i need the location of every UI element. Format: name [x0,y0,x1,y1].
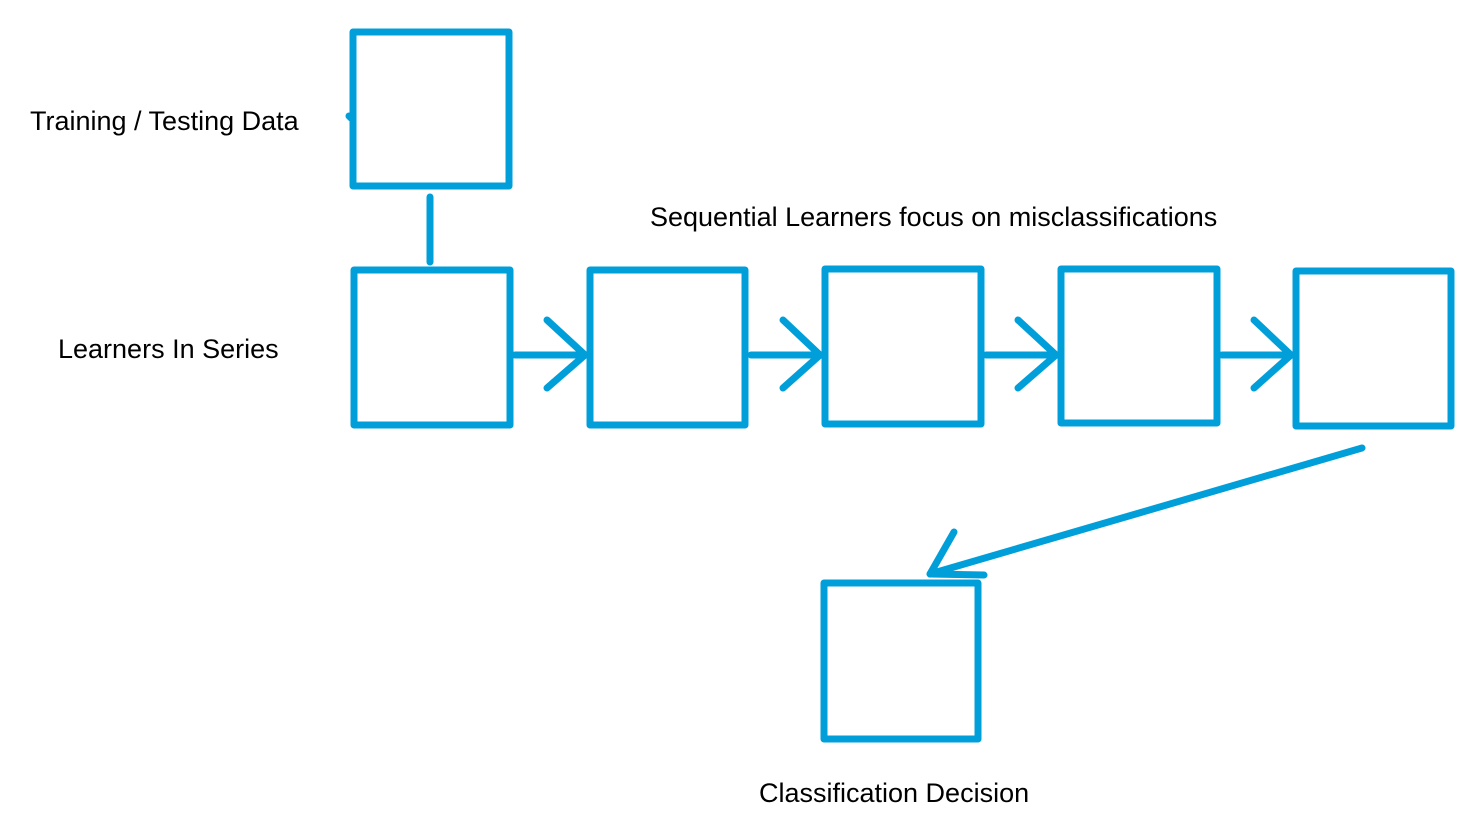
learner-box-3 [821,265,985,428]
learners-in-series-label: Learners In Series [58,334,279,364]
arrow-3-4 [982,316,1060,392]
decision-box [820,579,982,743]
arrow-1-2 [511,316,589,392]
learner-box-4 [1057,265,1221,427]
learner-box-2 [586,266,749,429]
training-testing-data-label: Training / Testing Data [30,106,299,136]
data-tick [345,112,355,122]
classification-decision-label: Classification Decision [759,778,1030,808]
arrow-4-5 [1218,316,1295,392]
learner-box-5 [1292,267,1455,430]
arrow-to-decision [926,444,1366,579]
learner-box-1 [350,266,514,429]
sequential-note-label: Sequential Learners focus on misclassifi… [650,202,1218,232]
arrow-2-3 [747,316,824,392]
data-box [349,28,513,190]
